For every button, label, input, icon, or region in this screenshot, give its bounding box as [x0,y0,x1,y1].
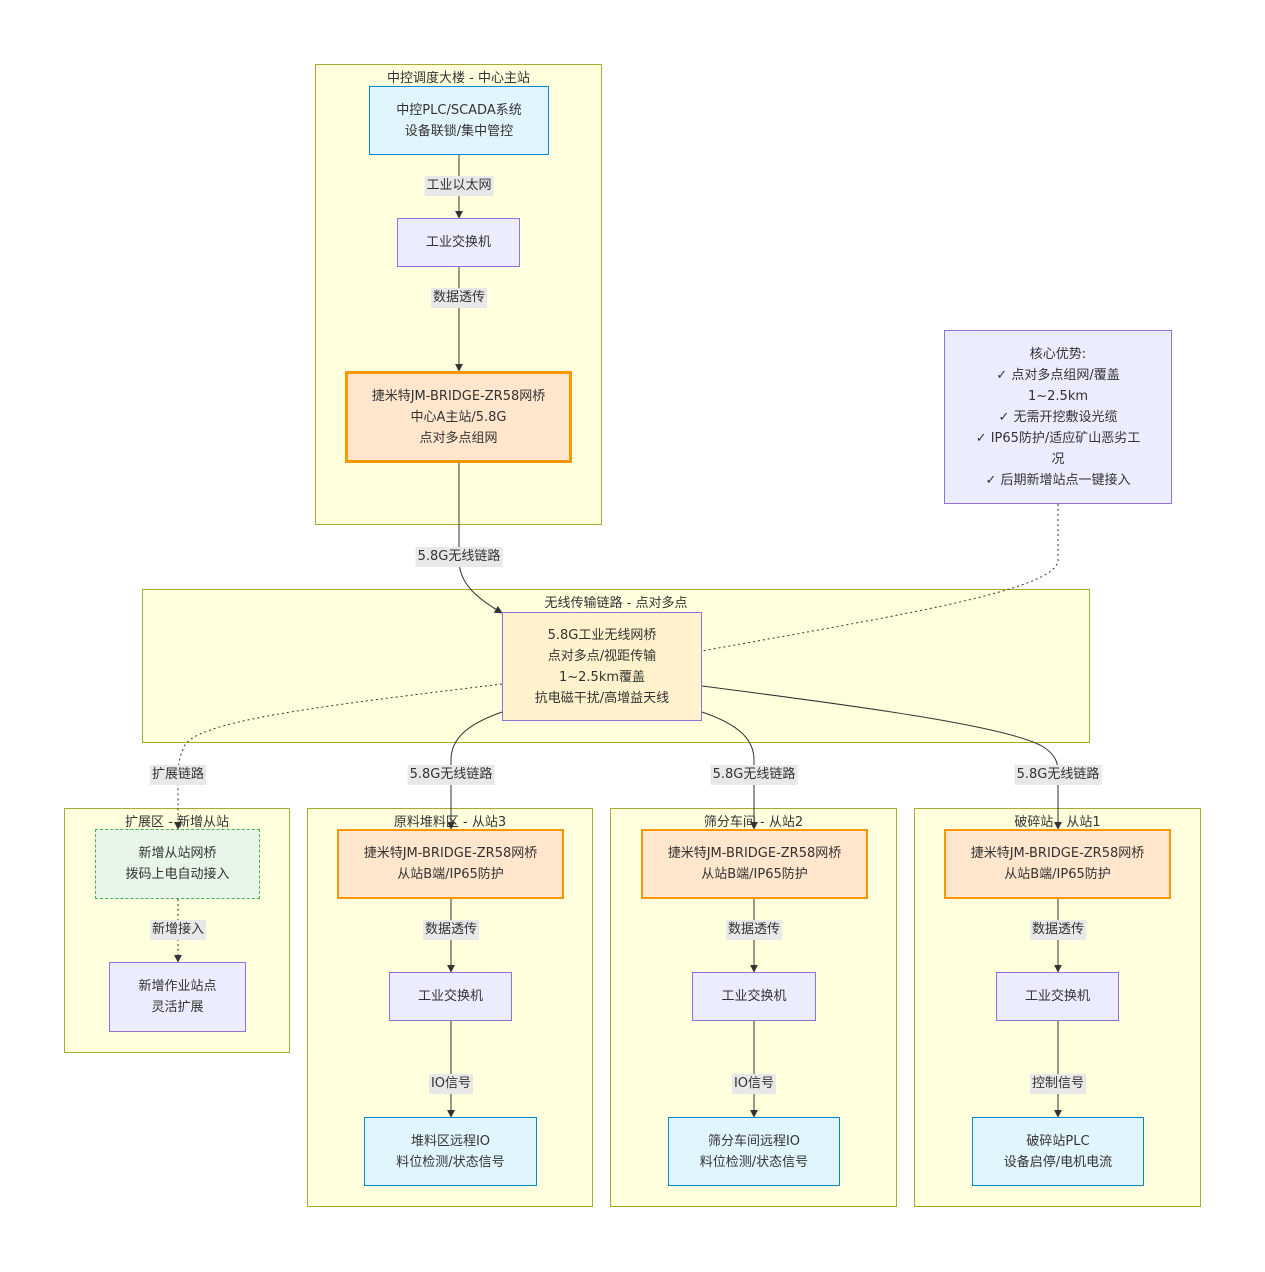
central-plc-scada-line1: 中控PLC/SCADA系统 [396,102,522,118]
edge-label-switch-bridge: 数据透传 [430,288,488,308]
expand-new-site[interactable]: 新增作业站点 灵活扩展 [109,962,246,1032]
core-advantages-line4: ✓ 无需开挖敷设光缆 [998,409,1118,425]
central-bridge-master[interactable]: 捷米特JM-BRIDGE-ZR58网桥 中心A主站/5.8G 点对多点组网 [345,371,572,463]
s2-switch-label: 工业交换机 [721,989,787,1004]
s2-bridge-line2: 从站B端/IP65防护 [701,867,808,882]
central-plc-scada-line2: 设备联锁/集中管控 [404,123,514,139]
edge-label-wireless-s1: 5.8G无线链路 [1014,765,1102,785]
edge-label-wireless-s2: 5.8G无线链路 [710,765,798,785]
wireless-bridge-line3: 1~2.5km覆盖 [558,669,646,685]
wireless-bridge-line1: 5.8G工业无线网桥 [547,627,657,643]
edge-wireless-s3 [447,711,503,830]
wireless-bridge-line2: 点对多点/视距传输 [547,648,657,664]
core-advantages-line2: ✓ 点对多点组网/覆盖 [996,367,1120,383]
s1-bridge-slave[interactable]: 捷米特JM-BRIDGE-ZR58网桥 从站B端/IP65防护 [944,829,1171,899]
edge-label-s1-switch-plc: 控制信号 [1029,1074,1087,1094]
edge-label-s3-switch-io: IO信号 [428,1074,474,1094]
s2-industrial-switch[interactable]: 工业交换机 [692,972,816,1021]
central-plc-scada[interactable]: 中控PLC/SCADA系统 设备联锁/集中管控 [369,86,549,155]
s3-bridge-line1: 捷米特JM-BRIDGE-ZR58网桥 [363,846,538,861]
edge-label-wireless-expand: 扩展链路 [149,765,207,785]
s2-remote-io-line2: 料位检测/状态信号 [699,1154,809,1170]
s3-remote-io[interactable]: 堆料区远程IO 料位检测/状态信号 [364,1117,537,1186]
edge-wireless-s2 [701,711,758,830]
central-bridge-master-line1: 捷米特JM-BRIDGE-ZR58网桥 [371,388,546,404]
edge-bridge-wireless [458,463,503,614]
cluster-title-central: 中控调度大楼 - 中心主站 [387,71,530,86]
edge-label-s2-switch-io: IO信号 [731,1074,777,1094]
s3-industrial-switch[interactable]: 工业交换机 [389,972,512,1021]
s3-switch-label: 工业交换机 [417,989,483,1004]
edge-label-plc-switch: 工业以太网 [424,176,494,196]
s2-remote-io-line1: 筛分车间远程IO [707,1133,801,1149]
s3-remote-io-line1: 堆料区远程IO [410,1133,491,1149]
s2-bridge-slave[interactable]: 捷米特JM-BRIDGE-ZR58网桥 从站B端/IP65防护 [641,829,868,899]
edge-wireless-s1 [701,685,1062,830]
edge-label-s2-bridge-switch: 数据透传 [725,920,783,940]
s3-bridge-slave[interactable]: 捷米特JM-BRIDGE-ZR58网桥 从站B端/IP65防护 [337,829,564,899]
core-advantages-line5: ✓ IP65防护/适应矿山恶劣工 [975,430,1141,446]
wireless-bridge-line4: 抗电磁干扰/高增益天线 [534,690,670,706]
edge-label-bridge-wireless: 5.8G无线链路 [415,547,503,567]
core-advantages-note: 核心优势: ✓ 点对多点组网/覆盖 1~2.5km ✓ 无需开挖敷设光缆 ✓ I… [944,330,1172,504]
central-bridge-master-line3: 点对多点组网 [419,430,498,446]
s1-bridge-line1: 捷米特JM-BRIDGE-ZR58网桥 [970,846,1145,861]
s1-crusher-plc-line1: 破碎站PLC [1026,1133,1090,1149]
core-advantages-line7: ✓ 后期新增站点一键接入 [985,472,1131,488]
edge-label-expand-new: 新增接入 [149,920,207,940]
s3-remote-io-line2: 料位检测/状态信号 [396,1154,505,1170]
s1-crusher-plc[interactable]: 破碎站PLC 设备启停/电机电流 [972,1117,1144,1186]
expand-new-bridge[interactable]: 新增从站网桥 拨码上电自动接入 [95,829,260,899]
cluster-title-wireless: 无线传输链路 - 点对多点 [544,596,688,611]
edge-label-s3-bridge-switch: 数据透传 [422,920,480,940]
s1-industrial-switch[interactable]: 工业交换机 [996,972,1119,1021]
central-bridge-master-line2: 中心A主站/5.8G [410,409,507,425]
core-advantages-line6: 况 [1051,451,1065,467]
s1-crusher-plc-line2: 设备启停/电机电流 [1003,1154,1113,1170]
s2-remote-io[interactable]: 筛分车间远程IO 料位检测/状态信号 [668,1117,840,1186]
central-industrial-switch-label: 工业交换机 [425,235,491,250]
core-advantages-line1: 核心优势: [1029,346,1087,362]
wireless-bridge-link[interactable]: 5.8G工业无线网桥 点对多点/视距传输 1~2.5km覆盖 抗电磁干扰/高增益… [502,612,702,721]
edge-advantages-wireless [701,504,1059,652]
expand-new-site-line1: 新增作业站点 [138,979,217,994]
s1-switch-label: 工业交换机 [1024,989,1090,1004]
core-advantages-line3: 1~2.5km [1027,388,1089,404]
central-industrial-switch[interactable]: 工业交换机 [397,218,520,267]
s1-bridge-line2: 从站B端/IP65防护 [1004,867,1111,882]
s2-bridge-line1: 捷米特JM-BRIDGE-ZR58网桥 [667,846,842,861]
expand-new-bridge-line1: 新增从站网桥 [138,846,217,861]
s3-bridge-line2: 从站B端/IP65防护 [397,867,504,882]
expand-new-bridge-line2: 拨码上电自动接入 [125,867,230,882]
edge-label-s1-bridge-switch: 数据透传 [1029,920,1087,940]
edge-wireless-expand [174,683,503,830]
edge-label-wireless-s3: 5.8G无线链路 [407,765,495,785]
expand-new-site-line2: 灵活扩展 [151,1000,204,1015]
